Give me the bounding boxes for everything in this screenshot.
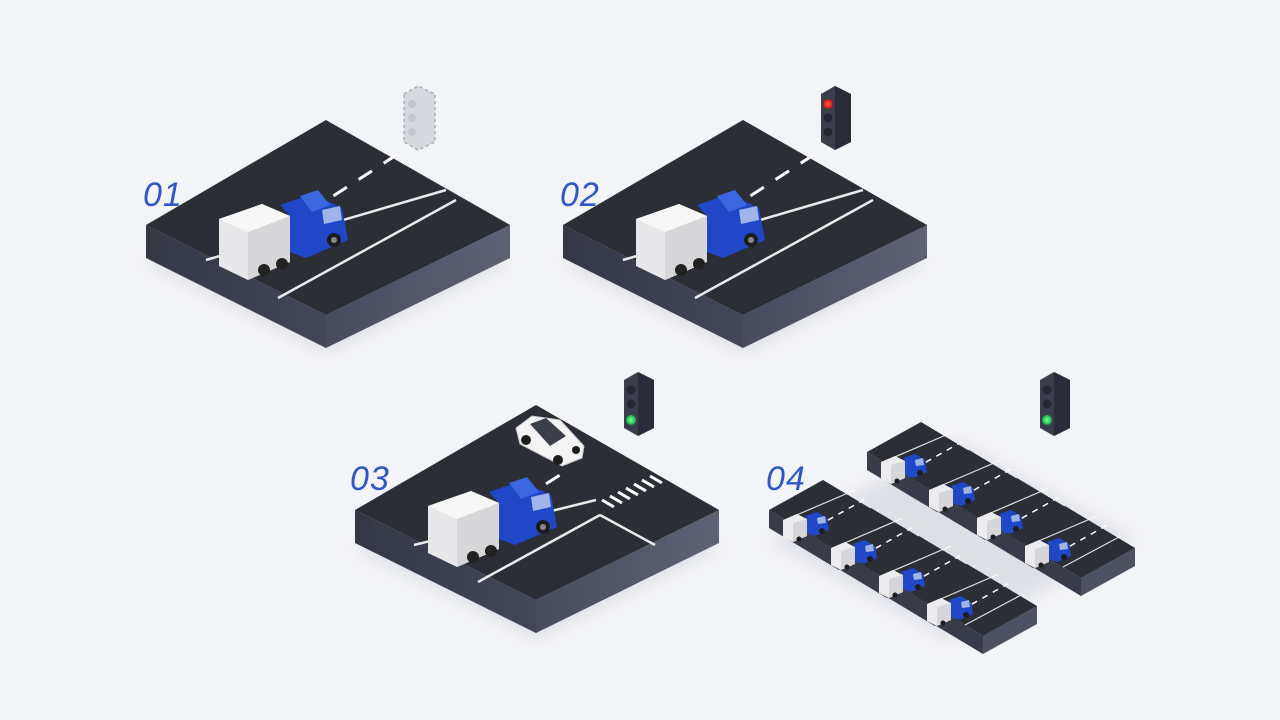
truck <box>783 512 829 542</box>
step-02-scene: 02 <box>560 86 927 352</box>
truck <box>831 540 877 570</box>
red-light-icon <box>823 99 833 109</box>
step-01-scene: 01 <box>143 85 510 352</box>
truck <box>636 190 765 280</box>
truck <box>929 482 975 512</box>
green-light-icon <box>626 415 636 425</box>
fleet-tile <box>1011 506 1135 596</box>
truck <box>879 568 925 598</box>
truck <box>927 596 973 626</box>
traffic-light-placeholder <box>403 85 436 151</box>
green-light-icon <box>1042 415 1052 425</box>
traffic-light-green <box>624 372 654 436</box>
step-label-03: 03 <box>350 460 390 498</box>
step-label-04: 04 <box>766 460 806 498</box>
truck-fleet-grid <box>769 422 1135 654</box>
truck <box>977 510 1023 540</box>
step-label-02: 02 <box>560 176 600 214</box>
truck <box>1025 538 1071 568</box>
step-04-scene: 04 <box>766 372 1135 654</box>
fleet-tile <box>913 564 1037 654</box>
step-label-01: 01 <box>143 176 183 214</box>
truck <box>428 477 557 567</box>
traffic-light-green <box>1040 372 1070 436</box>
truck <box>881 454 927 484</box>
traffic-light-red <box>821 86 851 150</box>
crosswalk <box>601 474 663 509</box>
step-03-scene: 03 <box>350 372 719 638</box>
truck <box>219 190 348 280</box>
car <box>515 415 585 467</box>
